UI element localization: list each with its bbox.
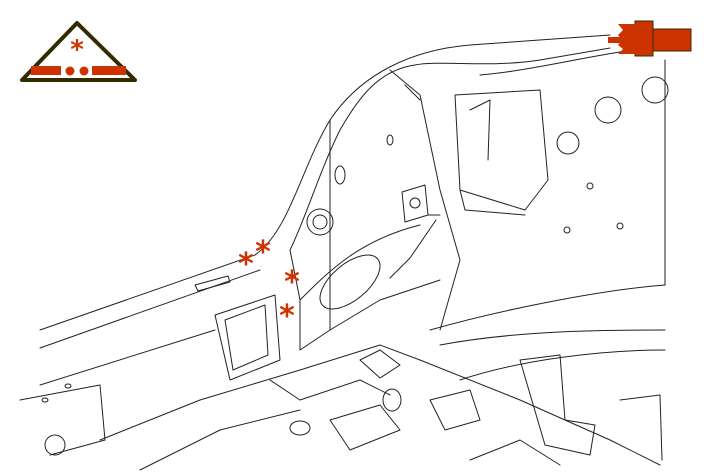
body-panel-outline xyxy=(19,34,669,471)
weld-point-asterisk-icon: * xyxy=(238,247,254,282)
connector-plug-icon xyxy=(608,20,692,57)
weld-point-asterisk-icon: * xyxy=(279,299,295,334)
weld-symbol-triangle-icon: * xyxy=(20,21,137,82)
weld-point-asterisk-icon: * xyxy=(284,265,300,300)
svg-text:*: * xyxy=(70,35,84,65)
weld-point-asterisk-icon: * xyxy=(255,235,271,270)
weld-point-markers: * * * * xyxy=(238,235,300,334)
